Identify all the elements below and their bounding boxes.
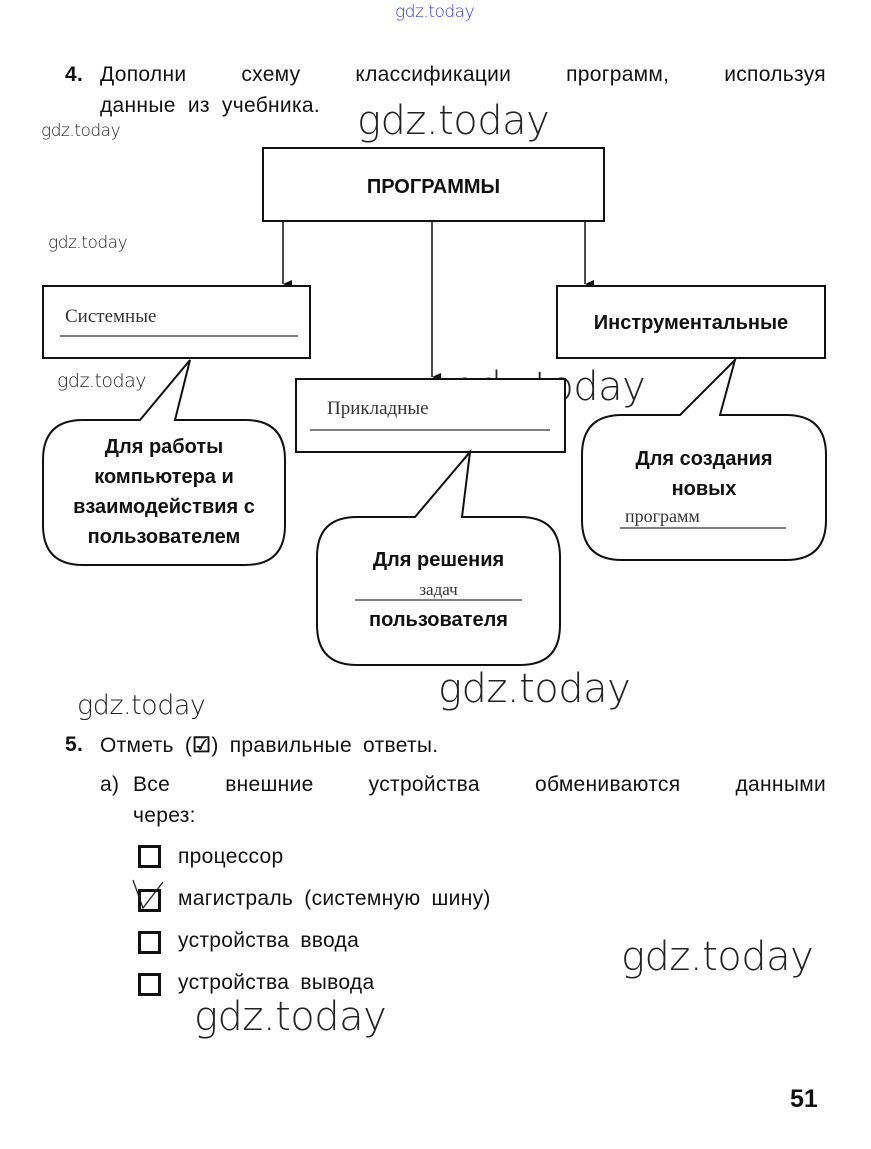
- text-line: Для создания: [635, 448, 773, 470]
- tools-box: [556, 285, 826, 359]
- word: устройства: [368, 773, 480, 796]
- text-line: пользователя: [369, 609, 508, 631]
- word: Дополни: [100, 63, 187, 86]
- checkmark-icon: ☑: [192, 734, 212, 757]
- option-label: устройства вывода: [178, 971, 375, 994]
- classification-diagram: [42, 147, 827, 666]
- tools-label: Инструментальные: [593, 312, 789, 334]
- watermark: gdz.today: [77, 690, 206, 721]
- tools-description-answer: программ: [625, 506, 700, 526]
- watermark: gdz.today: [194, 994, 387, 1040]
- text-line: пользователем: [87, 526, 241, 548]
- task-number: 4.: [65, 63, 84, 86]
- watermark-top: gdz.today: [395, 2, 475, 22]
- question-line-2: через:: [133, 804, 196, 827]
- checkbox-option-1[interactable]: [138, 845, 161, 868]
- text: Отметь (: [100, 734, 193, 757]
- root-box: [262, 147, 605, 222]
- word: программ,: [566, 63, 670, 86]
- task-4-line-1: Дополни схему классификации программ, ис…: [100, 63, 826, 87]
- watermark: gdz.today: [621, 934, 814, 980]
- system-box: [42, 285, 311, 359]
- system-description: Для работы компьютера и взаимодействия с…: [43, 432, 285, 552]
- watermark: gdz.today: [48, 233, 128, 253]
- word: данными: [735, 773, 826, 796]
- word: классификации: [355, 63, 512, 86]
- applied-answer: Прикладные: [327, 398, 429, 419]
- checkbox-option-4[interactable]: [138, 973, 161, 996]
- task-4-line-2: данные из учебника.: [100, 94, 321, 117]
- text-line: взаимодействия с: [73, 496, 255, 518]
- watermark: gdz.today: [438, 666, 631, 712]
- system-answer: Системные: [65, 306, 157, 327]
- applied-box: [295, 378, 566, 453]
- text-line: новых: [671, 478, 737, 500]
- task-5-title: Отметь (☑) правильные ответы.: [100, 733, 438, 758]
- question-label: а): [100, 773, 120, 796]
- checkbox-option-3[interactable]: [138, 931, 161, 954]
- applied-description: Для решения задач пользователя: [317, 545, 560, 635]
- option-label: процессор: [178, 845, 284, 868]
- watermark: gdz.today: [57, 370, 147, 392]
- applied-description-answer: задач: [419, 580, 458, 599]
- word: используя: [724, 63, 826, 86]
- word: обмениваются: [534, 773, 681, 796]
- tools-callout: [581, 356, 827, 561]
- word: Все: [133, 773, 171, 796]
- word: внешние: [225, 773, 314, 796]
- watermark: gdz.today: [357, 98, 550, 144]
- text: ) правильные ответы.: [211, 734, 439, 757]
- checkbox-option-2[interactable]: [132, 879, 164, 912]
- option-label: устройства ввода: [178, 929, 360, 952]
- text-line: Для решения: [372, 549, 505, 571]
- word: схему: [241, 63, 301, 86]
- root-label: ПРОГРАММЫ: [366, 176, 501, 198]
- option-label: магистраль (системную шину): [178, 887, 491, 910]
- system-callout: [42, 359, 286, 566]
- text-line: компьютера и: [94, 466, 234, 488]
- watermark: gdz.today: [41, 121, 121, 141]
- page-number: 51: [790, 1085, 818, 1113]
- text-line: Для работы: [104, 436, 224, 458]
- applied-callout: [316, 448, 561, 666]
- task-number: 5.: [65, 733, 84, 756]
- handwritten-check-icon: [132, 879, 164, 910]
- question-line-1: Все внешние устройства обмениваются данн…: [133, 773, 826, 797]
- tools-description: Для создания новых: [582, 444, 826, 504]
